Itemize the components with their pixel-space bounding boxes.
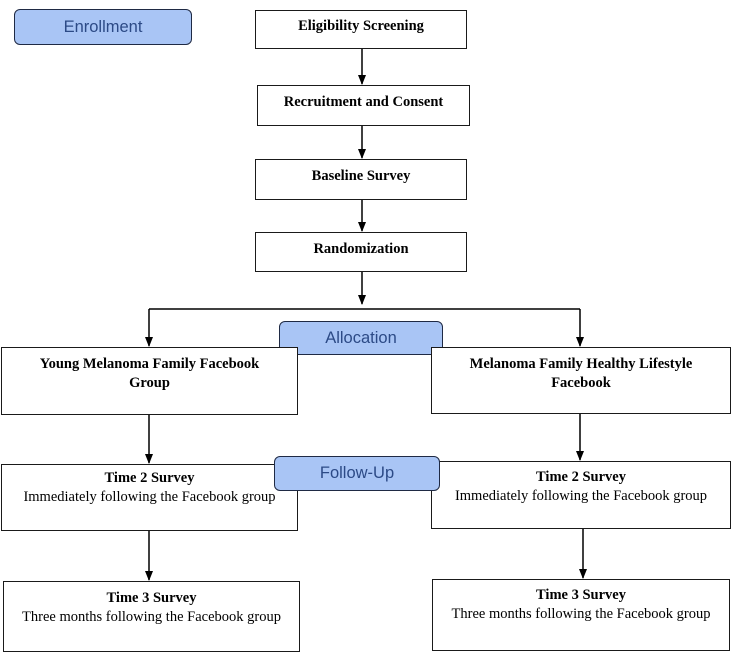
left-group-box: Young Melanoma Family Facebook Group <box>1 347 298 415</box>
left-group-label: Young Melanoma Family Facebook Group <box>39 356 260 391</box>
left-time3-box: Time 3 Survey Three months following the… <box>3 581 300 652</box>
enrollment-stage-label: Enrollment <box>14 9 192 45</box>
left-time2-description: Immediately following the Facebook group <box>23 489 276 505</box>
right-time3-description: Three months following the Facebook grou… <box>451 606 711 622</box>
eligibility-screening-label: Eligibility Screening <box>298 18 424 34</box>
right-time3-box: Time 3 Survey Three months following the… <box>432 579 730 651</box>
left-time2-title: Time 2 Survey <box>104 470 195 486</box>
right-time3-title: Time 3 Survey <box>536 587 626 603</box>
randomization-box: Randomization <box>255 232 467 272</box>
randomization-label: Randomization <box>313 241 409 257</box>
left-time2-box: Time 2 Survey Immediately following the … <box>1 464 298 531</box>
right-time2-title: Time 2 Survey <box>536 469 626 485</box>
right-time2-description: Immediately following the Facebook group <box>454 488 708 504</box>
allocation-stage-label: Allocation <box>279 321 443 355</box>
left-time3-title: Time 3 Survey <box>106 590 197 606</box>
follow-up-stage-text: Follow-Up <box>319 464 395 482</box>
right-group-box: Melanoma Family Healthy Lifestyle Facebo… <box>431 347 731 414</box>
allocation-stage-text: Allocation <box>325 328 397 347</box>
right-group-label: Melanoma Family Healthy Lifestyle Facebo… <box>469 356 693 391</box>
baseline-survey-box: Baseline Survey <box>255 159 467 200</box>
recruitment-consent-label: Recruitment and Consent <box>283 94 444 110</box>
enrollment-stage-text: Enrollment <box>63 17 143 36</box>
recruitment-consent-box: Recruitment and Consent <box>257 85 470 126</box>
follow-up-stage-label: Follow-Up <box>274 456 440 491</box>
right-time2-box: Time 2 Survey Immediately following the … <box>431 461 731 529</box>
baseline-survey-label: Baseline Survey <box>311 168 411 184</box>
eligibility-screening-box: Eligibility Screening <box>255 10 467 49</box>
left-time3-description: Three months following the Facebook grou… <box>22 609 281 625</box>
